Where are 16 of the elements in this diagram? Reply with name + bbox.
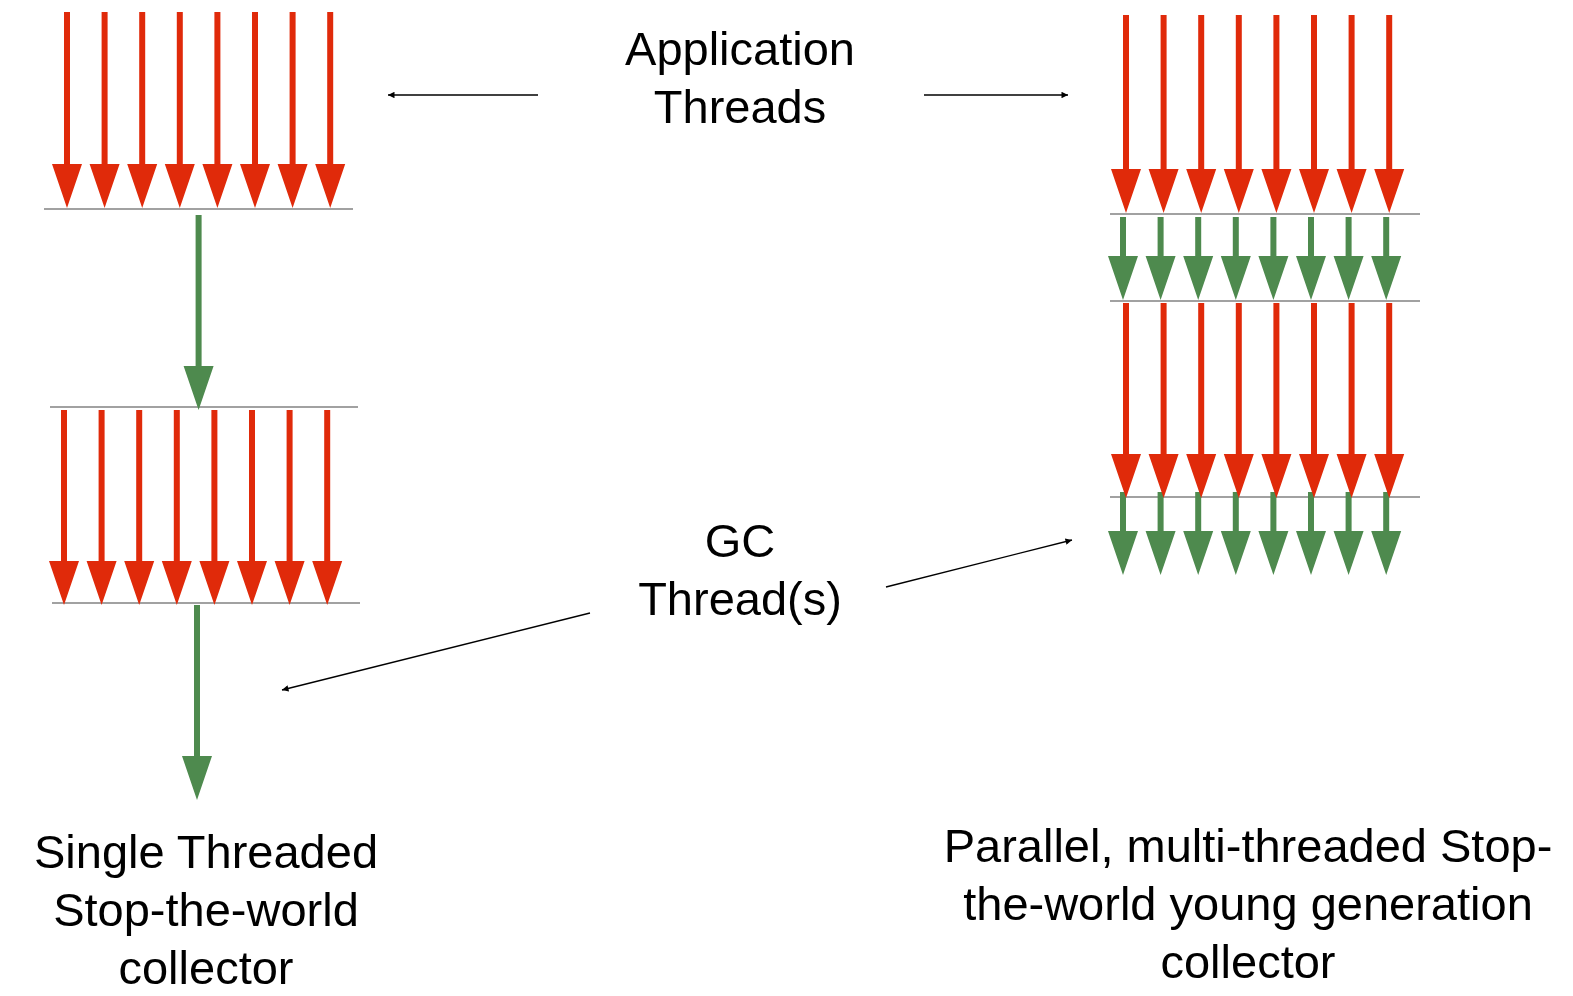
caption: Parallel, multi-threaded Stop-the-world young generation collector	[942, 818, 1554, 990]
thread-arrows-drawing	[49, 410, 343, 605]
gc-thread-arrows-drawing	[1108, 492, 1402, 575]
thread-arrows-drawing	[52, 12, 346, 208]
gc-thread-arrow	[183, 215, 214, 410]
gc-thread-arrow	[182, 605, 212, 800]
text-label: Application Threads	[560, 20, 920, 136]
leader-arrow	[923, 91, 1069, 99]
thread-arrows-drawing	[1111, 15, 1405, 213]
leader-arrow	[281, 612, 591, 692]
thread-arrows-drawing	[1111, 303, 1405, 498]
text-label: GC Thread(s)	[600, 512, 880, 628]
leader-arrow	[387, 91, 539, 99]
caption: Single Threaded Stop-the-world collector	[32, 824, 380, 996]
leader-arrow	[885, 538, 1073, 588]
gc-thread-arrows-drawing	[1108, 217, 1402, 300]
